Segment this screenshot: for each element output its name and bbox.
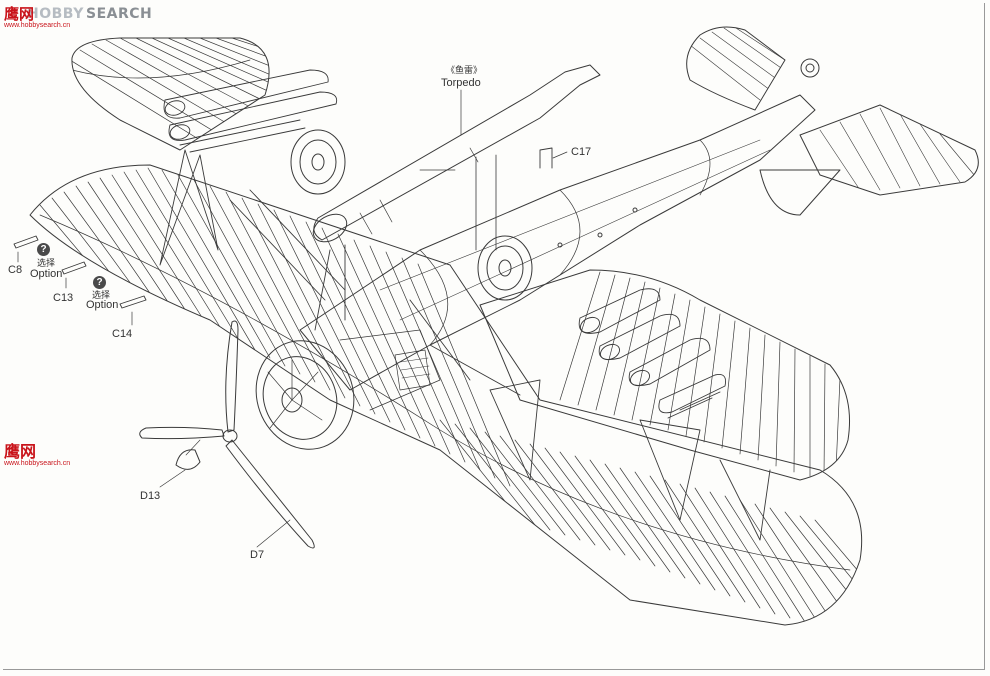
part-label-d13: D13 (140, 490, 161, 502)
elevator (759, 104, 979, 216)
left-bombs (163, 69, 338, 153)
torpedo-label: Torpedo (441, 77, 481, 89)
struts (159, 149, 771, 541)
option-icon: ? (37, 243, 50, 256)
logo-text-cn: 鹰网 (4, 6, 35, 23)
part-label-c13: C13 (53, 292, 74, 304)
part-label-d7: D7 (250, 549, 265, 561)
fuselage (299, 94, 816, 391)
upper-left-wing (71, 37, 270, 151)
right-bombs (578, 288, 726, 419)
lower-wing (29, 164, 863, 626)
torpedo-label-cn: 《鱼雷》 (446, 65, 483, 75)
logo-text-search: SEARCH (86, 6, 153, 22)
part-label-c17: C17 (571, 146, 592, 158)
logo-text-hobby: HOBBY (27, 6, 84, 22)
part-label-c8: C8 (8, 264, 23, 276)
small-parts (13, 147, 553, 309)
left-wheel (290, 129, 346, 195)
watermark-url: www.hobbysearch.cn (4, 460, 71, 467)
propeller (139, 320, 315, 549)
option-label: Option (30, 268, 63, 280)
option-label-cn: 选择 (92, 290, 111, 300)
leader-lines (17, 89, 568, 548)
watermark: 鹰网 www.hobbysearch.cn (2, 438, 80, 478)
option-label-cn: 选择 (37, 258, 56, 268)
tail-fin (686, 26, 820, 111)
watermark-text-cn: 鹰网 (4, 444, 37, 461)
upper-right-wing (479, 269, 851, 481)
page-border (3, 3, 985, 670)
part-label-c14: C14 (112, 328, 133, 340)
engine-cowling (255, 329, 441, 450)
logo-url: www.hobbysearch.cn (4, 22, 71, 29)
option-label: Option (86, 299, 119, 311)
option-icon: ? (93, 276, 106, 289)
torpedo (312, 64, 601, 251)
right-wheel (477, 235, 533, 301)
spinner-part-d13 (175, 439, 201, 470)
hobbysearch-logo: HOBBY SEARCH 鹰网 www.hobbysearch.cn (0, 0, 165, 36)
